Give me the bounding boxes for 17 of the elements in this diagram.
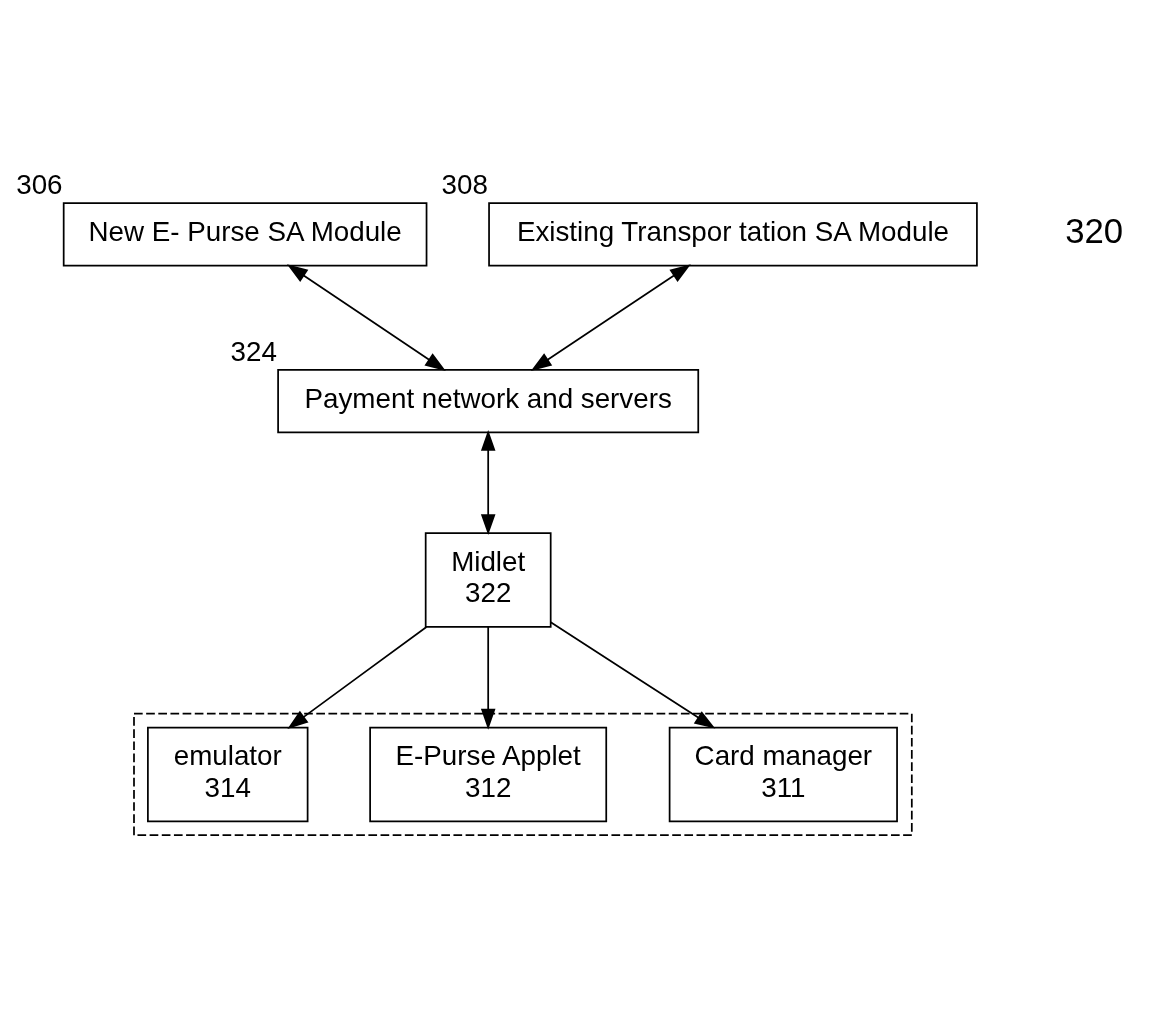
label: 320 [1065, 212, 1124, 251]
arrow [549, 621, 716, 729]
node-box: Card manager 311 [668, 726, 898, 823]
arrow [530, 264, 691, 371]
arrow [287, 626, 428, 729]
node-box: emulator 314 [147, 726, 309, 823]
arrow [286, 264, 446, 371]
node-box: E-Purse Applet 312 [369, 726, 608, 823]
node-label: 306 [16, 169, 63, 201]
node-box: Payment network and servers [277, 369, 700, 434]
arrow [480, 626, 496, 730]
node-box: Midlet 322 [424, 532, 552, 628]
node-label: 324 [230, 335, 277, 367]
arrow [480, 429, 496, 536]
node-box: New E- Purse SA Module [62, 202, 428, 267]
node-label: 308 [441, 169, 488, 201]
node-box: Existing Transpor tation SA Module [488, 202, 978, 267]
